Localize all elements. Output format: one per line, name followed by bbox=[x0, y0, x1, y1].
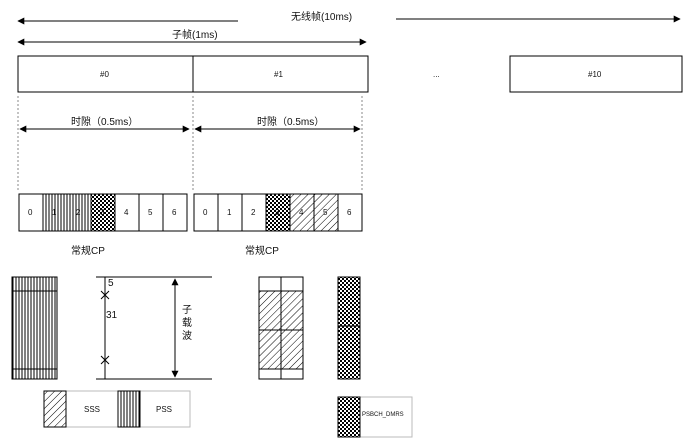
subcarrier-count-mid: 31 bbox=[106, 310, 118, 321]
symbol-label: 5 bbox=[148, 208, 153, 217]
frame-cell-1 bbox=[192, 55, 369, 93]
legend-dmrs-label: PSBCH_DMRS bbox=[362, 412, 404, 418]
symbol-label: 0 bbox=[28, 208, 33, 217]
symbol-label: 6 bbox=[172, 208, 177, 217]
legend-sss-label: SSS bbox=[84, 405, 101, 414]
slot-0-symbols bbox=[18, 193, 188, 232]
legend-dmrs bbox=[337, 396, 413, 438]
slot-0-cp-label: 常规CP bbox=[71, 246, 105, 257]
subframe-label: 子帧(1ms) bbox=[172, 30, 218, 41]
symbol-label: 5 bbox=[323, 208, 328, 217]
subcarrier-bracket bbox=[96, 276, 212, 380]
symbol-label: 1 bbox=[227, 208, 232, 217]
symbol-label: 6 bbox=[347, 208, 352, 217]
subcarrier-label: 子载波 bbox=[182, 305, 192, 342]
radio-frame-arrow bbox=[17, 15, 681, 25]
legend-sss-pss bbox=[43, 390, 191, 428]
frame-cell-label: #10 bbox=[588, 70, 602, 79]
slot-0-label: 时隙（0.5ms） bbox=[71, 117, 139, 128]
radio-frame-label: 无线帧(10ms) bbox=[291, 12, 353, 23]
symbol-label: 2 bbox=[251, 208, 256, 217]
symbol-label: 0 bbox=[203, 208, 208, 217]
frame-cell-label: ... bbox=[433, 70, 440, 79]
legend-pss-label: PSS bbox=[156, 405, 173, 414]
slot-1-symbols bbox=[193, 193, 363, 232]
symbol-label: 3 bbox=[100, 208, 105, 217]
frame-cell-10 bbox=[509, 55, 683, 93]
sss-dmrs-resource-grid bbox=[258, 276, 304, 380]
symbol-label: 2 bbox=[76, 208, 81, 217]
pss-resource-grid bbox=[11, 276, 58, 380]
symbol-label: 4 bbox=[124, 208, 129, 217]
frame-cell-label: #1 bbox=[274, 70, 283, 79]
symbol-label: 1 bbox=[52, 208, 57, 217]
slot-1-label: 时隙（0.5ms） bbox=[257, 117, 325, 128]
guide-lines bbox=[17, 96, 363, 192]
symbol-label: 4 bbox=[299, 208, 304, 217]
subcarrier-count-top: 5 bbox=[108, 278, 114, 289]
frame-cell-label: #0 bbox=[100, 70, 109, 79]
frame-row bbox=[17, 55, 683, 93]
slot-1-cp-label: 常规CP bbox=[245, 246, 279, 257]
symbol-label: 3 bbox=[275, 208, 280, 217]
dmrs-resource-grid bbox=[337, 276, 361, 380]
